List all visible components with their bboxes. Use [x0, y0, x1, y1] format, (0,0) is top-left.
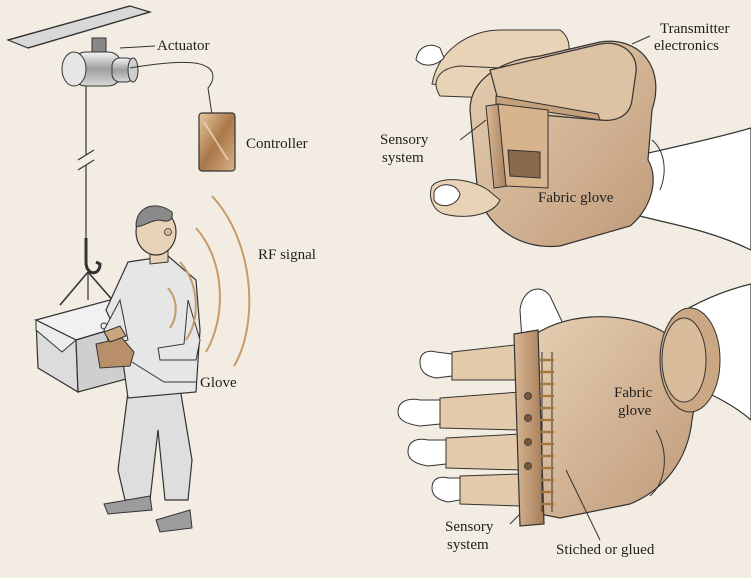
- label-actuator: Actuator: [157, 38, 209, 54]
- hook: [86, 238, 100, 273]
- label-sensory-top-line2: system: [382, 150, 424, 166]
- label-sensory-top-line1: Sensory: [380, 132, 428, 148]
- lifting-slings: [60, 272, 115, 305]
- label-fabric-glove-top: Fabric glove: [538, 190, 613, 206]
- label-sensory-bottom-line1: Sensory: [445, 519, 493, 535]
- controller-cable: [130, 62, 213, 115]
- bottom-glove: [398, 284, 751, 526]
- top-glove: [416, 30, 751, 250]
- label-glove: Glove: [200, 375, 237, 391]
- label-rf-signal: RF signal: [258, 247, 316, 263]
- controller-box: [199, 113, 235, 171]
- actuator-motor: [62, 38, 138, 86]
- label-controller: Controller: [246, 136, 308, 152]
- label-fabric-bottom-line1: Fabric: [614, 385, 652, 401]
- transmitter-leader: [632, 36, 650, 44]
- sensory-bottom-leader: [510, 514, 520, 524]
- hoist-cable: [78, 86, 94, 238]
- label-transmitter-line2: electronics: [654, 38, 719, 54]
- label-transmitter-line1: Transmitter: [660, 21, 729, 37]
- label-fabric-bottom-line2: glove: [618, 403, 651, 419]
- ceiling-rail: [8, 6, 150, 48]
- label-sensory-bottom-line2: system: [447, 537, 489, 553]
- label-stiched-or-glued: Stiched or glued: [556, 542, 654, 558]
- actuator-leader-line: [120, 46, 155, 48]
